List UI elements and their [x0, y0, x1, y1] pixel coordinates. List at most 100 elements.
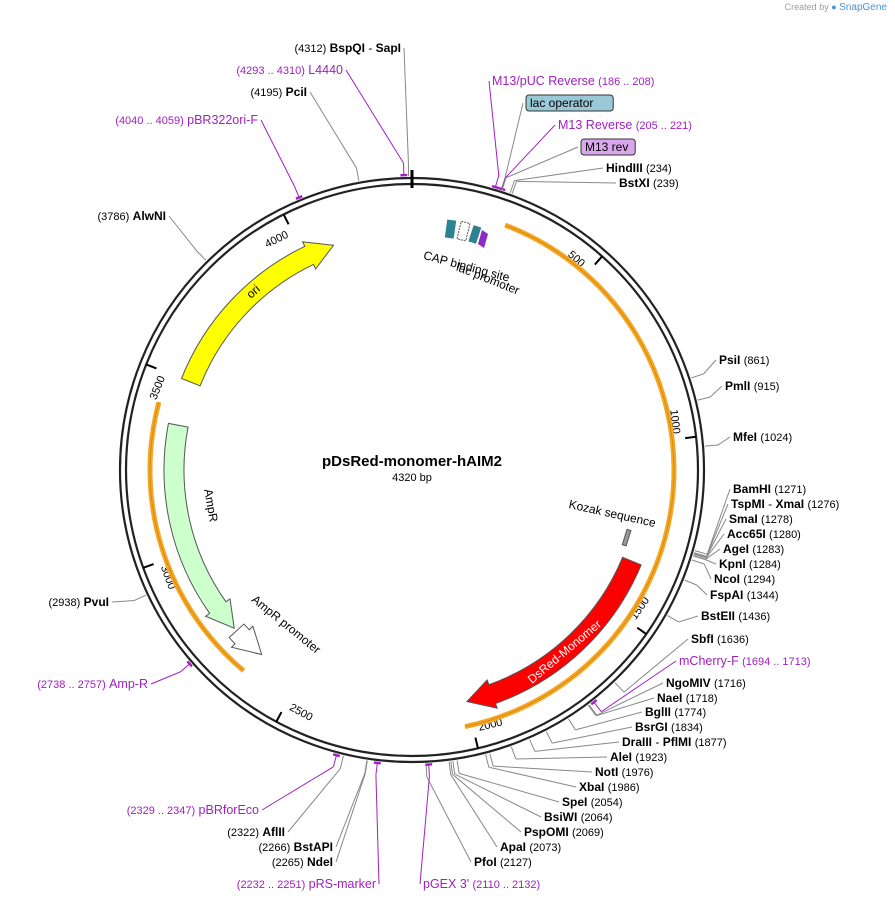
site-label-mcherryf[interactable]: mCherry-F (1694 .. 1713)	[679, 654, 811, 668]
backbone-outer-circle	[118, 176, 706, 764]
leader-line	[696, 584, 708, 596]
site-label-apai[interactable]: ApaI (2073)	[500, 840, 561, 854]
site-label-mfei[interactable]: MfeI (1024)	[733, 430, 792, 444]
site-label-pbr322ori[interactable]: (4040 .. 4059) pBR322ori-F	[115, 113, 258, 127]
site-label-prsmarker[interactable]: (2232 .. 2251) pRS-marker	[237, 877, 376, 891]
feature-box-text: M13 rev	[585, 140, 628, 154]
site-name: AgeI	[723, 542, 749, 556]
site-position: (2232 .. 2251)	[237, 879, 306, 891]
site-label-agei[interactable]: AgeI (1283)	[723, 542, 784, 556]
leader-line	[485, 754, 490, 768]
leader-line	[488, 80, 500, 176]
leader-line	[693, 552, 707, 557]
site-label-text: BamHI (1271)	[733, 482, 806, 496]
site-name: DraIII	[622, 735, 652, 749]
site-label-bsteii[interactable]: BstEII (1436)	[701, 609, 770, 623]
leader-line	[196, 250, 207, 261]
site-label-bspqi[interactable]: (4312) BspQI - SapI	[295, 41, 402, 55]
credit-prefix: Created by	[784, 2, 829, 12]
site-label-alwni[interactable]: (3786) AlwNI	[98, 209, 166, 223]
separator: -	[652, 735, 663, 749]
site-label-kpni[interactable]: KpnI (1284)	[719, 557, 781, 571]
site-label-m13revbox[interactable]: M13 rev	[580, 138, 636, 156]
site-label-aflii[interactable]: (2322) AflII	[227, 825, 285, 839]
site-name: pRS-marker	[309, 877, 376, 891]
site-label-text: (4040 .. 4059) pBR322ori-F	[115, 113, 258, 127]
site-position: (3786)	[98, 211, 130, 223]
site-label-psii[interactable]: PsiI (861)	[719, 353, 769, 367]
site-label-pcii[interactable]: (4195) PciI	[251, 85, 308, 99]
leader-line	[697, 396, 711, 401]
site-label-pspomi[interactable]: PspOMI (2069)	[524, 825, 604, 839]
site-label-text: DraIII - PflMI (1877)	[622, 735, 727, 749]
site-label-ndei[interactable]: (2265) NdeI	[272, 855, 333, 869]
site-label-text: AleI (1923)	[610, 750, 667, 764]
site-name: L4440	[308, 63, 343, 77]
site-name: Acc65I	[727, 527, 766, 541]
site-name: NcoI	[714, 572, 740, 586]
site-label-bstxi[interactable]: BstXI (239)	[619, 176, 679, 190]
leader-line	[534, 741, 620, 752]
site-label-naei[interactable]: NaeI (1718)	[657, 691, 718, 705]
site-label-bstapi[interactable]: (2266) BstAPI	[259, 840, 333, 854]
site-label-bsrgi[interactable]: BsrGI (1834)	[635, 720, 703, 734]
tick-mark	[594, 255, 603, 266]
site-label-pgex3[interactable]: pGEX 3' (2110 .. 2132)	[423, 877, 540, 891]
leader-line	[704, 444, 719, 447]
site-label-pfoi[interactable]: PfoI (2127)	[474, 855, 532, 869]
site-label-noti[interactable]: NotI (1976)	[595, 765, 653, 779]
leader-line	[260, 119, 295, 187]
site-label-acc65i[interactable]: Acc65I (1280)	[727, 527, 801, 541]
site-label-text: SpeI (2054)	[562, 795, 622, 809]
site-name: BglII	[645, 705, 671, 719]
site-label-lacop[interactable]: lac operator	[525, 94, 614, 112]
site-label-text: (2329 .. 2347) pBRforEco	[127, 803, 259, 817]
primer-binding-mark	[295, 195, 303, 200]
leader-line	[510, 746, 517, 760]
site-label-draiii[interactable]: DraIII - PflMI (1877)	[622, 735, 727, 749]
leader-line	[448, 761, 452, 775]
leader-line	[450, 774, 498, 848]
site-label-ngomiv[interactable]: NgoMIV (1716)	[666, 676, 746, 690]
site-label-text: BstEII (1436)	[701, 609, 770, 623]
site-label-bamhi[interactable]: BamHI (1271)	[733, 482, 806, 496]
site-label-l4440[interactable]: (4293 .. 4310) L4440	[236, 63, 343, 77]
site-label-xbai[interactable]: XbaI (1986)	[579, 780, 639, 794]
ampr-label: AmpR	[201, 488, 221, 524]
site-label-pvui[interactable]: (2938) PvuI	[49, 595, 109, 609]
site-label-hindiii[interactable]: HindIII (234)	[606, 161, 672, 175]
site-label-pbrforeco[interactable]: (2329 .. 2347) pBRforEco	[127, 803, 259, 817]
ampr-promoter-label: AmpR promoter	[249, 592, 324, 656]
site-label-fspai[interactable]: FspAI (1344)	[710, 588, 778, 602]
leader-line	[511, 181, 518, 194]
cap-binding-site-label: CAP binding site	[422, 248, 511, 285]
site-label-text: BsrGI (1834)	[635, 720, 703, 734]
site-name: FspAI	[710, 588, 743, 602]
site-name: NdeI	[307, 855, 333, 869]
site-label-text: PfoI (2127)	[474, 855, 532, 869]
site-label-spei[interactable]: SpeI (2054)	[562, 795, 622, 809]
leader-line	[614, 682, 625, 693]
site-position: (4312)	[295, 43, 327, 55]
site-label-bsiwi[interactable]: BsiWI (2064)	[544, 810, 612, 824]
site-label-m13puc[interactable]: M13/pUC Reverse (186 .. 208)	[492, 74, 654, 88]
site-label-ncoi[interactable]: NcoI (1294)	[714, 572, 775, 586]
leader-line	[705, 518, 727, 558]
leader-line	[261, 766, 334, 811]
site-label-bglii[interactable]: BglII (1774)	[645, 705, 706, 719]
site-label-m13rev[interactable]: M13 Reverse (205 .. 221)	[558, 118, 692, 132]
leader-line	[150, 671, 181, 685]
site-position: (1271)	[774, 484, 806, 496]
site-label-ampr_primer[interactable]: (2738 .. 2757) Amp-R	[37, 677, 148, 691]
leader-line	[515, 756, 608, 760]
site-label-smai[interactable]: SmaI (1278)	[729, 512, 793, 526]
site-name: PsiI	[719, 353, 740, 367]
site-label-sbfi[interactable]: SbfI (1636)	[691, 632, 749, 646]
site-label-alei[interactable]: AleI (1923)	[610, 750, 667, 764]
site-name: BstXI	[619, 176, 650, 190]
site-position: (4040 .. 4059)	[115, 115, 184, 127]
site-position: (1834)	[671, 722, 703, 734]
site-label-pmli[interactable]: PmlI (915)	[725, 379, 779, 393]
site-label-tspmi[interactable]: TspMI - XmaI (1276)	[731, 497, 839, 511]
leader-line	[684, 579, 697, 586]
